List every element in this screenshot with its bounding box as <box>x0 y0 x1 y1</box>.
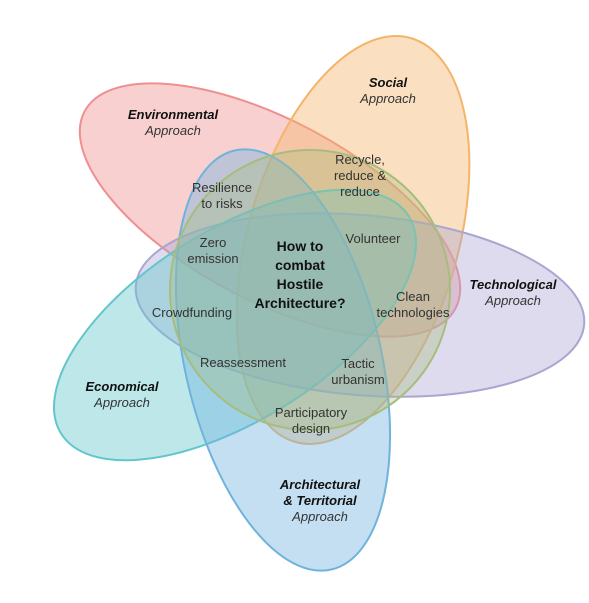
social-title: Social <box>369 75 408 90</box>
label-volunteer: Volunteer <box>346 231 402 246</box>
architectural-subtitle: Approach <box>291 509 348 524</box>
label-zero-line2: emission <box>187 251 238 266</box>
label-recycle-line2: reduce & <box>334 168 386 183</box>
label-crowdfunding: Crowdfunding <box>152 305 232 320</box>
label-zero-line1: Zero <box>200 235 227 250</box>
social-subtitle: Approach <box>359 91 416 106</box>
technological-title: Technological <box>470 277 557 292</box>
center-title-line2: combat <box>275 257 325 273</box>
ellipse-group <box>53 35 586 572</box>
label-participatory-line1: Participatory <box>275 405 348 420</box>
center-title-line4: Architecture? <box>254 295 345 311</box>
label-participatory-line2: design <box>292 421 330 436</box>
label-clean-line2: technologies <box>377 305 450 320</box>
ellipse-economical <box>53 188 417 462</box>
center-title-line1: How to <box>277 238 324 254</box>
label-tactic-line1: Tactic <box>341 356 375 371</box>
label-recycle-line3: reduce <box>340 184 380 199</box>
ellipse-environmental <box>78 82 462 338</box>
ellipse-architectural <box>174 148 392 572</box>
center-title-line3: Hostile <box>277 276 324 292</box>
label-tactic-line2: urbanism <box>331 372 384 387</box>
label-recycle-line1: Recycle, <box>335 152 385 167</box>
economical-subtitle: Approach <box>93 395 150 410</box>
architectural-title-line1: Architectural <box>279 477 361 492</box>
environmental-title: Environmental <box>128 107 219 122</box>
economical-title: Economical <box>86 379 159 394</box>
label-clean-line1: Clean <box>396 289 430 304</box>
label-reassessment: Reassessment <box>200 355 286 370</box>
ellipse-inner <box>169 149 451 431</box>
label-resilience-line1: Resilience <box>192 180 252 195</box>
ellipse-technological <box>134 212 586 398</box>
label-resilience-line2: to risks <box>201 196 243 211</box>
architectural-title-line2: & Territorial <box>283 493 357 508</box>
environmental-subtitle: Approach <box>144 123 201 138</box>
technological-subtitle: Approach <box>484 293 541 308</box>
